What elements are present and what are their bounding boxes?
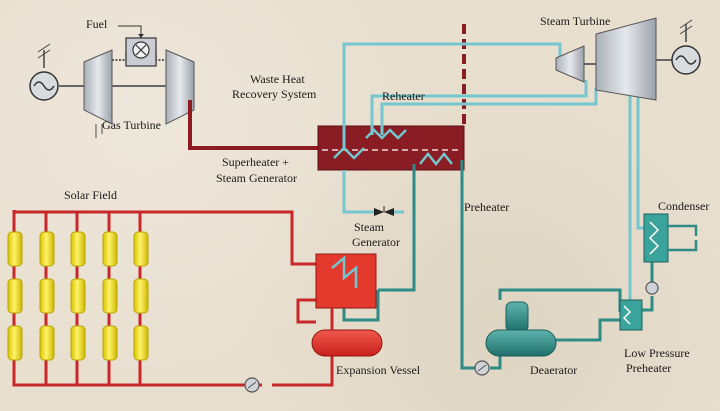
feed-pump-icon [474, 360, 490, 376]
condenser [643, 213, 698, 263]
generator-right-icon [671, 19, 701, 75]
label-steam-turbine: Steam Turbine [540, 14, 610, 28]
label-condenser: Condenser [658, 199, 709, 213]
label-reheater: Reheater [382, 89, 425, 103]
steam-lines [342, 42, 644, 300]
combustor [112, 25, 166, 67]
label-preheater: Preheater [464, 200, 509, 214]
label-steam-gen-1: Steam [354, 220, 385, 234]
lp-preheater [619, 299, 643, 331]
label-fuel: Fuel [86, 17, 108, 31]
label-superheater-1: Superheater + [222, 155, 289, 169]
hrsg-coils [333, 128, 453, 167]
expansion-vessel [311, 308, 383, 357]
steam-valve-icon [374, 206, 394, 216]
gas-turbine [83, 49, 195, 138]
label-lp-preheater-1: Low Pressure [624, 346, 690, 360]
steam-turbine [555, 17, 672, 101]
solar-steam-generator [315, 253, 377, 309]
label-superheater-2: Steam Generator [216, 171, 297, 185]
label-expansion-vessel: Expansion Vessel [336, 363, 421, 377]
deaerator [485, 301, 557, 357]
exhaust-duct [188, 100, 318, 150]
diagram-labels: Fuel Gas Turbine Waste Heat Recovery Sys… [64, 14, 709, 377]
label-waste-heat-1: Waste Heat [250, 72, 305, 86]
label-lp-preheater-2: Preheater [626, 361, 671, 375]
generator-left-icon [29, 43, 59, 101]
solar-pump-icon [244, 377, 260, 393]
label-steam-gen-2: Generator [352, 235, 400, 249]
solar-field [12, 210, 334, 387]
condensate-pump-icon [645, 281, 659, 295]
label-waste-heat-2: Recovery System [232, 87, 317, 101]
label-deaerator: Deaerator [530, 363, 577, 377]
hrsg-box [317, 125, 465, 171]
solar-collectors [7, 231, 149, 361]
label-solar-field: Solar Field [64, 188, 117, 202]
label-gas-turbine: Gas Turbine [102, 118, 161, 132]
